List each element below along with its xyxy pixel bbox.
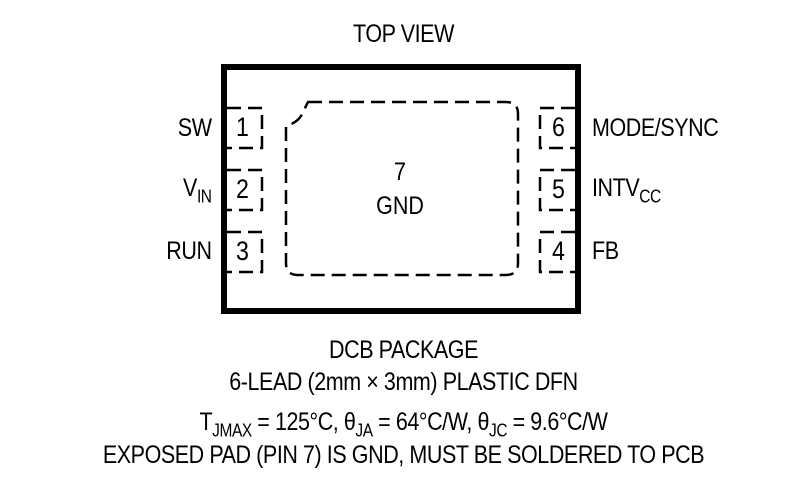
pin-6-outline xyxy=(538,106,575,150)
pin-5-outline xyxy=(538,168,575,212)
view-title: TOP VIEW xyxy=(353,20,454,48)
pin-number-4: 4 xyxy=(552,236,565,266)
pin-1-outline xyxy=(227,106,264,150)
exposed-pad-number: 7 xyxy=(394,158,406,186)
exposed-pad-label: GND xyxy=(376,192,424,220)
pin-name-intvcc: INTVCC xyxy=(592,174,661,207)
pin-name-mode-sync: MODE/SYNC xyxy=(592,114,719,142)
exposed-pad-note: EXPOSED PAD (PIN 7) IS GND, MUST BE SOLD… xyxy=(102,441,705,469)
pin-name-sw: SW xyxy=(177,114,212,142)
pin-name-fb: FB xyxy=(592,237,619,265)
pin-number-5: 5 xyxy=(552,174,565,204)
pin-3-outline xyxy=(227,230,264,274)
pin-name-run: RUN xyxy=(166,237,212,265)
pin-number-6: 6 xyxy=(552,112,565,142)
pin-number-3: 3 xyxy=(236,236,249,266)
pin-number-2: 2 xyxy=(236,174,249,204)
thermal-specs: TJMAX = 125°C, θJA = 64°C/W, θJC = 9.6°C… xyxy=(199,408,608,441)
package-outline xyxy=(221,64,581,314)
package-name: DCB PACKAGE xyxy=(329,336,478,364)
pin-name-vin: VIN xyxy=(183,174,212,207)
exposed-pad-outline xyxy=(284,100,520,277)
pin-number-1: 1 xyxy=(236,112,249,142)
pin-4-outline xyxy=(538,230,575,274)
package-description: 6-LEAD (2mm × 3mm) PLASTIC DFN xyxy=(229,368,578,396)
pin-2-outline xyxy=(227,168,264,212)
